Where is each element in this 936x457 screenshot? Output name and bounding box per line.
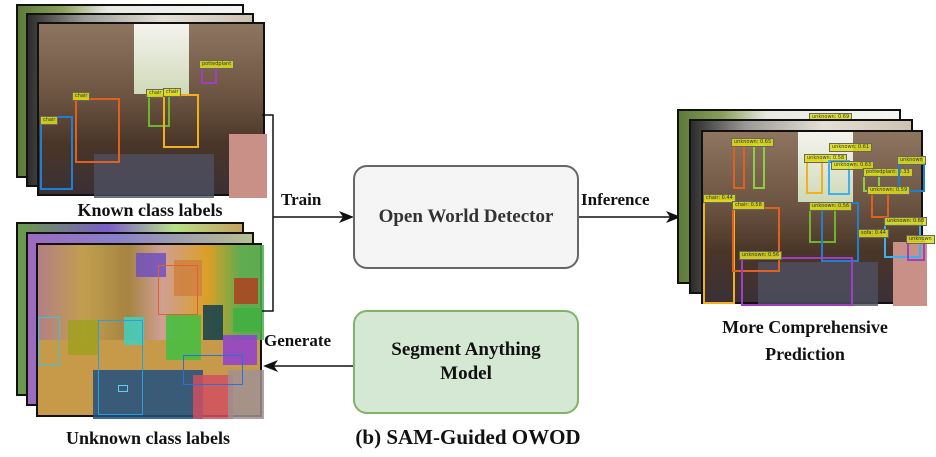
inference-label: Inference [581, 190, 650, 209]
label-pottedplant: pottedplant: 0.33 [863, 168, 913, 177]
known-image-front: chair chair chair chair pottedplant [37, 22, 267, 198]
bbox-unknown [806, 159, 823, 194]
segment-anything-model-node: Segment Anything Model [353, 310, 579, 414]
bracket-line [262, 114, 274, 312]
sam-label-line1: Segment Anything [391, 339, 541, 360]
segment-box [183, 355, 243, 385]
label-chair: chair: 0.44 [703, 194, 736, 203]
open-world-detector-node: Open World Detector [353, 165, 579, 269]
sam-label-line2: Model [440, 363, 492, 384]
label-unknown: unknown [906, 235, 935, 244]
label-unknown: unknown: 0.63 [831, 161, 875, 170]
unknown-class-labels-caption: Unknown class labels [65, 428, 231, 448]
label-chair: chair [72, 92, 91, 101]
train-label: Train [281, 190, 322, 209]
prediction-caption-line1: More Comprehensive [722, 317, 888, 337]
label-unknown: unknown: 0.61 [829, 143, 873, 152]
segment-box [158, 265, 198, 315]
label-pottedplant: pottedplant [199, 60, 235, 69]
segment-box [98, 320, 143, 415]
generate-label: Generate [264, 331, 332, 350]
unknown-image-front [36, 243, 264, 419]
label-unknown: unknown: 0.59 [867, 186, 911, 195]
prediction-image-front: unknown: 0.65 unknown: 0.58 unknown: 0.6… [701, 130, 935, 306]
label-chair: chair [163, 88, 182, 97]
label-sofa: sofa: 0.44 [858, 229, 889, 238]
bbox-unknown [741, 257, 853, 306]
known-class-labels-caption: Known class labels [77, 200, 223, 220]
bbox-unknown [753, 144, 765, 189]
generate-arrowhead [263, 360, 278, 372]
bbox-chair [75, 98, 120, 163]
label-chair: chair [40, 116, 59, 125]
label-unknown: unknown: 0.56 [809, 202, 853, 211]
label-unknown: unknown: 0.68 [884, 217, 928, 226]
segment-box [38, 317, 60, 365]
label-chair: chair: 0.58 [732, 201, 765, 210]
inference-arrowhead [666, 211, 681, 223]
segment-box [118, 385, 128, 392]
label-unknown: unknown: 0.65 [731, 138, 775, 147]
bbox-unknown [733, 144, 745, 189]
bbox-chair [703, 200, 735, 304]
open-world-detector-label: Open World Detector [378, 206, 554, 227]
train-arrowhead [339, 211, 354, 223]
label-unknown: unknown [897, 156, 926, 165]
prediction-caption-line2: Prediction [765, 344, 845, 364]
figure-title: (b) SAM-Guided OWOD [355, 425, 581, 449]
label-unknown: unknown: 0.58 [804, 154, 848, 163]
bbox-unknown [821, 202, 859, 262]
label-unknown: unknown: 0.56 [739, 251, 783, 260]
